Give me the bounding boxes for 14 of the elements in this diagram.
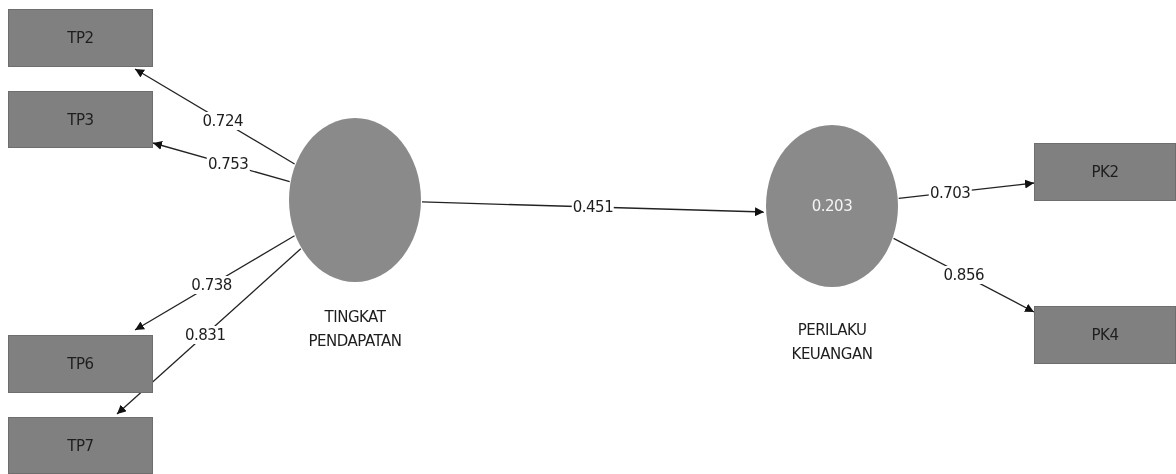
- path-coefficient: 0.724: [201, 112, 244, 131]
- indicator-box: TP2: [8, 9, 153, 67]
- indicator-box: PK4: [1034, 306, 1176, 364]
- path-coefficient: 0.753: [206, 155, 250, 174]
- construct-label: PERILAKU KEUANGAN: [790, 320, 874, 365]
- indicator-box: TP3: [8, 91, 153, 148]
- construct-label: TINGKAT PENDAPATAN: [307, 307, 403, 352]
- r-squared-value: 0.203: [811, 197, 853, 215]
- indicator-box: TP6: [8, 335, 153, 393]
- path-coefficient: 0.856: [942, 266, 985, 285]
- path-coefficient: 0.831: [184, 325, 227, 344]
- indicator-box: PK2: [1034, 143, 1176, 201]
- indicator-box: TP7: [8, 417, 153, 474]
- path-coefficient: 0.738: [190, 275, 233, 294]
